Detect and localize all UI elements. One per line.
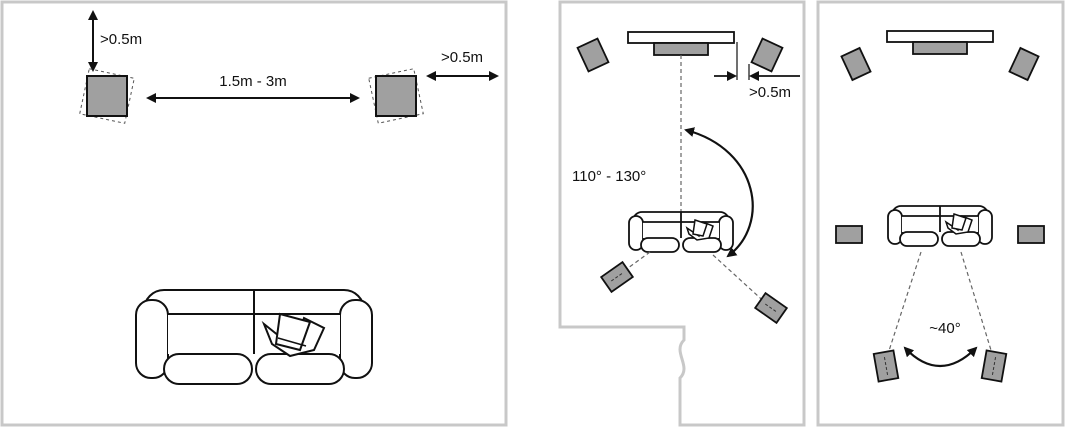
room-outline: [0, 0, 508, 427]
side-clearance-label: >0.5m: [749, 84, 791, 101]
surround-angle-label: 110° - 130°: [572, 168, 646, 185]
speaker-icon: [753, 291, 789, 325]
curved-arrow-icon: [684, 127, 754, 258]
curved-arrow-icon: [903, 346, 978, 368]
speaker-icon: [1017, 225, 1045, 244]
speaker-spacing-label: 1.5m - 3m: [219, 73, 287, 90]
tv-icon: [627, 31, 735, 56]
speaker-icon: [79, 68, 135, 124]
speaker-icon: [872, 349, 900, 383]
top-clearance-label: >0.5m: [100, 31, 142, 48]
side-clearance-label: >0.5m: [441, 49, 483, 66]
speaker-icon: [835, 225, 863, 244]
panel-stereo: >0.5m 1.5m - 3m >0.5m: [0, 0, 508, 427]
speaker-icon: [599, 260, 635, 294]
speaker-icon: [368, 68, 424, 124]
panel-surround-7-1: ~40°: [816, 0, 1065, 427]
tv-icon: [886, 30, 994, 55]
panel-surround-5-1: >0.5m 110° - 130°: [558, 0, 806, 427]
speaker-icon: [840, 46, 872, 82]
speaker-icon: [980, 349, 1008, 383]
speaker-icon: [750, 37, 784, 73]
speaker-icon: [1008, 46, 1040, 82]
speaker-icon: [576, 37, 610, 73]
rear-angle-label: ~40°: [929, 320, 960, 337]
